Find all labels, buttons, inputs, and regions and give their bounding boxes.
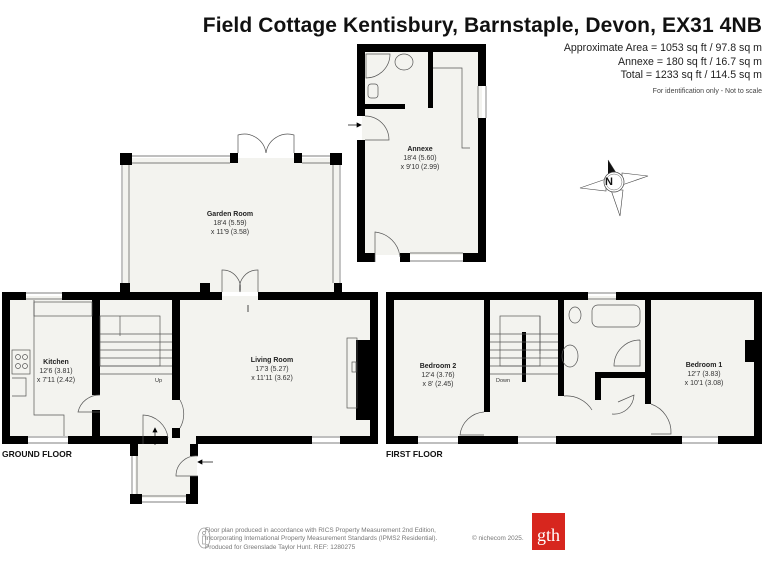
copyright-text: © nichecom 2025. <box>472 535 524 542</box>
north-compass-icon <box>579 159 649 217</box>
stairs-down-label: Down <box>496 378 511 384</box>
stairs-up-label: Up <box>155 378 163 384</box>
compass-north-label: N <box>605 176 613 188</box>
room-label-annexe: Annexe 18'4 (5.60) x 9'10 (2.99) <box>400 146 440 171</box>
area-summary: Approximate Area = 1053 sq ft / 97.8 sq … <box>564 42 762 98</box>
property-address-title: Field Cottage Kentisbury, Barnstaple, De… <box>202 14 762 37</box>
room-label-bedroom-2: Bedroom 2 12'4 (3.76) x 8' (2.45) <box>419 363 457 388</box>
approximate-area: Approximate Area = 1053 sq ft / 97.8 sq … <box>563 42 762 54</box>
ground-floor-label: GROUND FLOOR <box>2 449 72 459</box>
scale-disclaimer: For identification only - Not to scale <box>652 87 762 95</box>
room-label-living-room: Living Room 17'3 (5.27) x 11'11 (3.62) <box>250 357 294 382</box>
gth-logo: gth <box>532 513 565 550</box>
annexe-area: Annexe = 180 sq ft / 16.7 sq m <box>618 55 762 68</box>
room-label-garden-room: Garden Room 18'4 (5.59) x 11'9 (3.58) <box>206 211 254 236</box>
measurement-standard-icon <box>197 527 211 549</box>
first-floor-label: FIRST FLOOR <box>386 449 443 459</box>
room-label-bedroom-1: Bedroom 1 12'7 (3.83) x 10'1 (3.08) <box>684 362 724 387</box>
total-area: Total = 1233 sq ft / 114.5 sq m <box>620 69 762 81</box>
footer-disclaimer: Floor plan produced in accordance with R… <box>205 527 438 551</box>
room-label-kitchen: Kitchen 12'6 (3.81) x 7'11 (2.42) <box>36 359 76 384</box>
